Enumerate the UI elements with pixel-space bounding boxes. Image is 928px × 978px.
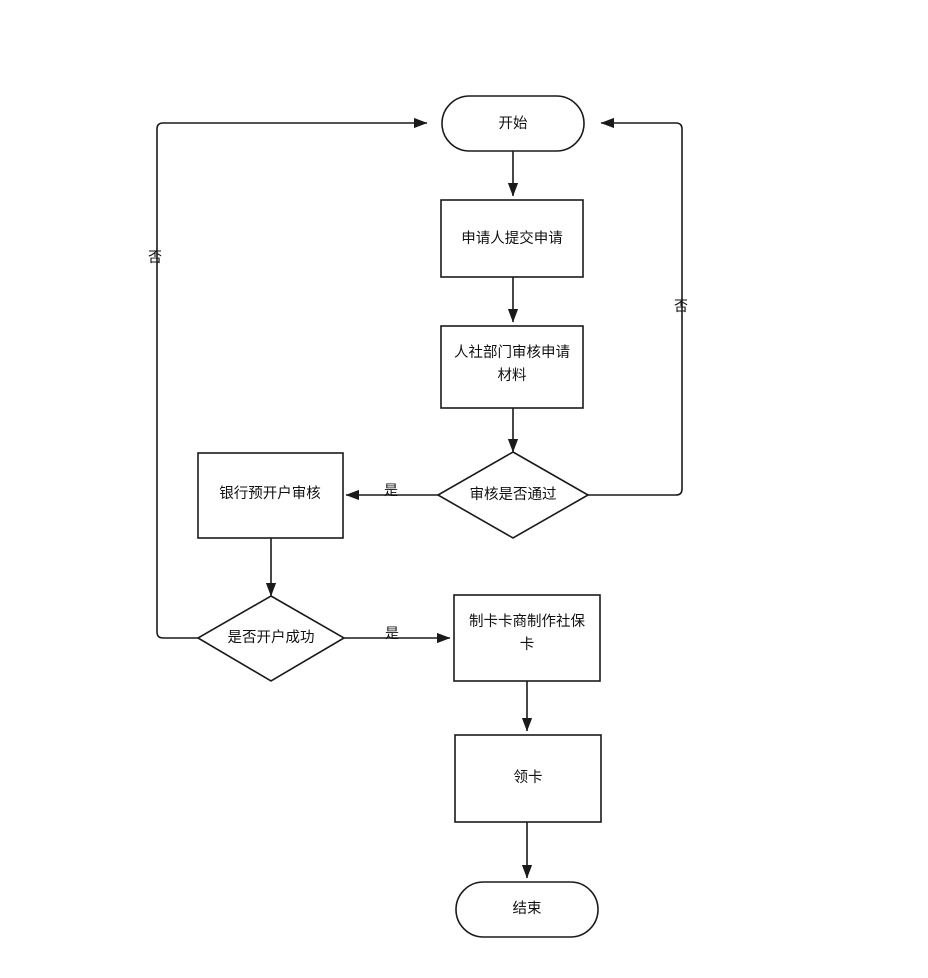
node-end-label: 结束 <box>513 900 542 917</box>
node-decision-review-passed[interactable]: 审核是否通过 <box>436 451 590 539</box>
node-start[interactable]: 开始 <box>441 95 585 152</box>
node-end[interactable]: 结束 <box>455 881 599 938</box>
node-submit-application-label: 申请人提交申请 <box>461 229 563 247</box>
edge-label-no-left: 否 <box>148 250 162 266</box>
node-department-review[interactable]: 人社部门审核申请 材料 <box>440 325 584 409</box>
node-collect-card[interactable]: 领卡 <box>454 734 602 823</box>
node-card-manufacturer[interactable]: 制卡卡商制作社保 卡 <box>453 594 601 682</box>
node-bank-preopen-review-label: 银行预开户审核 <box>219 485 321 502</box>
node-card-manufacturer-label-line2: 卡 <box>520 636 535 653</box>
edge-label-yes-upper: 是 <box>384 483 398 499</box>
node-bank-preopen-review[interactable]: 银行预开户审核 <box>197 452 344 539</box>
node-department-review-label-line1: 人社部门审核申请 <box>454 344 570 361</box>
node-collect-card-label: 领卡 <box>514 769 543 786</box>
node-decision-account-opened-label: 是否开户成功 <box>228 629 315 646</box>
node-department-review-label-line2: 材料 <box>498 367 527 384</box>
node-submit-application[interactable]: 申请人提交申请 <box>440 199 584 278</box>
node-card-manufacturer-label-line1: 制卡卡商制作社保 <box>469 613 585 630</box>
node-decision-account-opened[interactable]: 是否开户成功 <box>196 595 346 682</box>
edge-label-yes-lower: 是 <box>385 626 399 642</box>
edge-label-no-right: 否 <box>674 299 688 315</box>
edge-decision2-no-to-start <box>156 117 428 639</box>
edge-decision1-no-to-start <box>588 117 683 496</box>
node-decision-review-passed-label: 审核是否通过 <box>470 486 557 503</box>
node-start-label: 开始 <box>499 115 528 132</box>
